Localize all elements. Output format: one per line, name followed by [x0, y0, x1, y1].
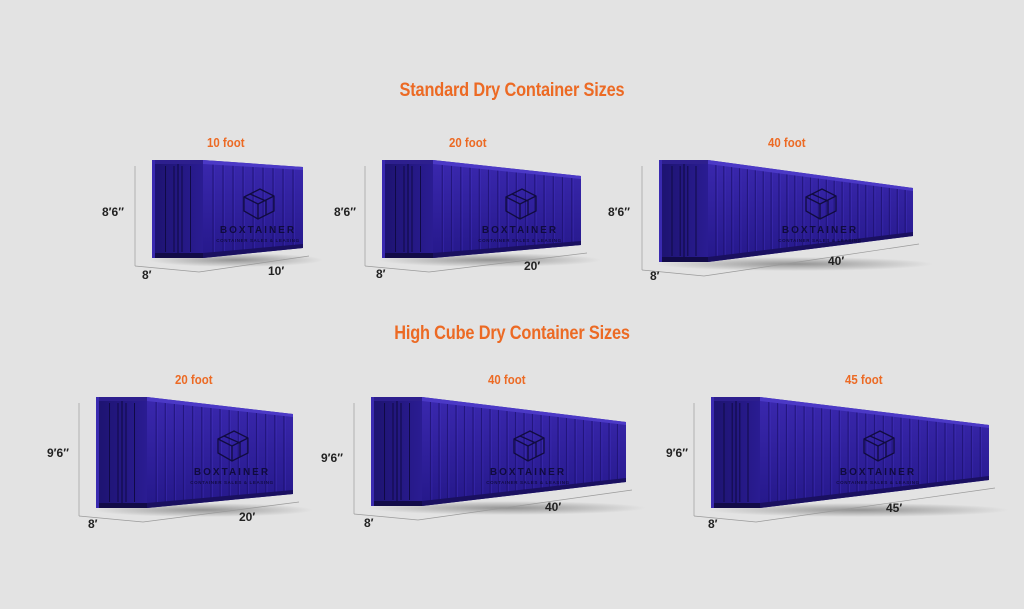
high-cube-45ft-container-illustration: BOXTAINER CONTAINER SALES & LEASING — [693, 397, 1009, 523]
high-cube-45ft-top-rail — [760, 397, 989, 428]
high-cube-45ft-length-label: 45′ — [886, 501, 903, 515]
standard-20ft-door-header — [383, 160, 433, 164]
standard-10ft-length-guide — [198, 255, 310, 273]
high-cube-45ft-door-sill — [712, 503, 760, 508]
high-cube-20ft-logo-icon — [217, 430, 249, 462]
standard-40ft-size-label: 40 foot — [768, 135, 806, 150]
standard-40ft-logo-wordmark: BOXTAINER — [782, 225, 858, 236]
standard-10ft-container-illustration: BOXTAINER CONTAINER SALES & LEASING — [134, 160, 323, 273]
standard-40ft-logo-icon — [805, 188, 837, 220]
standard-10ft-width-label: 8′ — [142, 268, 152, 282]
high-cube-45ft-width-label: 8′ — [708, 517, 718, 531]
standard-40ft-shadow — [656, 257, 933, 271]
high-cube-20ft-top-rail — [147, 397, 293, 417]
high-cube-40ft-width-label: 8′ — [364, 516, 374, 530]
standard-10ft-bottom-rail — [203, 244, 303, 258]
high-cube-40ft-door-sill — [372, 501, 422, 506]
standard-10ft-height-label: 8′6″ — [102, 205, 124, 219]
standard-10ft-size-label: 10 foot — [207, 135, 245, 150]
high-cube-20ft-logo-wordmark: BOXTAINER — [194, 467, 270, 478]
standard-40ft-bottom-rail — [708, 232, 913, 262]
standard-20ft-door-sill — [383, 253, 433, 258]
high-cube-40ft-bottom-rail — [422, 478, 626, 506]
standard-40ft-corner-post — [659, 160, 662, 262]
high-cube-40ft-height-label: 9′6″ — [321, 451, 343, 465]
standard-10ft-corner-post — [152, 160, 155, 258]
standard-40ft-logo-tagline: CONTAINER SALES & LEASING — [778, 238, 861, 243]
standard-20ft-width-guide — [364, 265, 430, 273]
standard-40ft-container-illustration: BOXTAINER CONTAINER SALES & LEASING — [641, 160, 933, 277]
standard-20ft-top-rail — [433, 160, 581, 179]
high-cube-45ft-size-label: 45 foot — [845, 372, 883, 387]
standard-40ft-door-header — [660, 160, 708, 164]
high-cube-40ft-size-label: 40 foot — [488, 372, 526, 387]
standard-10ft-logo-tagline: CONTAINER SALES & LEASING — [216, 238, 299, 243]
standard-20ft-bottom-rail — [433, 241, 581, 258]
standard-10ft-logo-icon — [243, 188, 275, 220]
high-cube-20ft-corner-post — [96, 397, 99, 508]
high-cube-20ft-width-guide — [78, 515, 144, 523]
high-cube-40ft-logo-icon — [513, 430, 545, 462]
standard-20ft-logo-tagline: CONTAINER SALES & LEASING — [478, 238, 561, 243]
high-cube-20ft-container-illustration: BOXTAINER CONTAINER SALES & LEASING — [78, 397, 313, 523]
standard-10ft-logo-wordmark: BOXTAINER — [220, 225, 296, 236]
standard-20ft-size-label: 20 foot — [449, 135, 487, 150]
high-cube-45ft-door-header — [712, 397, 760, 401]
high-cube-45ft-width-guide — [693, 515, 757, 523]
standard-20ft-corner-post — [382, 160, 385, 258]
high-cube-section-title: High Cube Dry Container Sizes — [394, 323, 630, 344]
standard-40ft-top-rail — [708, 160, 913, 191]
high-cube-45ft-logo-icon — [863, 430, 895, 462]
high-cube-40ft-door-header — [372, 397, 422, 401]
standard-20ft-length-label: 20′ — [524, 259, 541, 273]
high-cube-45ft-bottom-rail — [760, 476, 989, 508]
standard-20ft-width-label: 8′ — [376, 267, 386, 281]
high-cube-45ft-height-label: 9′6″ — [666, 446, 688, 460]
high-cube-20ft-logo-tagline: CONTAINER SALES & LEASING — [190, 480, 273, 485]
high-cube-20ft-length-label: 20′ — [239, 510, 256, 524]
standard-20ft-logo-icon — [505, 188, 537, 220]
high-cube-20ft-door-header — [97, 397, 147, 401]
standard-section-title: Standard Dry Container Sizes — [399, 80, 625, 101]
high-cube-20ft-height-label: 9′6″ — [47, 446, 69, 460]
high-cube-45ft-length-guide — [755, 487, 996, 523]
high-cube-20ft-bottom-rail — [147, 490, 293, 508]
standard-10ft-door-sill — [153, 253, 203, 258]
high-cube-20ft-door-sill — [97, 503, 147, 508]
standard-10ft-length-label: 10′ — [268, 264, 285, 278]
high-cube-40ft-corner-post — [371, 397, 374, 506]
standard-40ft-length-guide — [703, 243, 920, 277]
standard-20ft-length-guide — [428, 252, 588, 273]
standard-40ft-height-label: 8′6″ — [608, 205, 630, 219]
standard-20ft-height-label: 8′6″ — [334, 205, 356, 219]
high-cube-40ft-top-rail — [422, 397, 626, 425]
high-cube-45ft-shadow — [708, 503, 1009, 517]
high-cube-40ft-width-guide — [353, 513, 419, 521]
standard-40ft-door-sill — [660, 257, 708, 262]
high-cube-40ft-length-guide — [417, 489, 633, 521]
high-cube-20ft-size-label: 20 foot — [175, 372, 213, 387]
high-cube-40ft-shadow — [368, 501, 646, 515]
standard-10ft-door-header — [153, 160, 203, 164]
high-cube-40ft-logo-wordmark: BOXTAINER — [490, 467, 566, 478]
standard-20ft-logo-wordmark: BOXTAINER — [482, 225, 558, 236]
high-cube-20ft-width-label: 8′ — [88, 517, 98, 531]
standard-10ft-width-guide — [134, 265, 200, 273]
high-cube-45ft-corner-post — [711, 397, 714, 508]
standard-40ft-width-label: 8′ — [650, 269, 660, 283]
high-cube-45ft-logo-wordmark: BOXTAINER — [840, 467, 916, 478]
high-cube-40ft-length-label: 40′ — [545, 500, 562, 514]
high-cube-45ft-logo-tagline: CONTAINER SALES & LEASING — [836, 480, 919, 485]
standard-40ft-length-label: 40′ — [828, 254, 845, 268]
standard-40ft-width-guide — [641, 269, 705, 277]
high-cube-40ft-container-illustration: BOXTAINER CONTAINER SALES & LEASING — [353, 397, 646, 521]
standard-10ft-top-rail — [203, 160, 303, 170]
high-cube-40ft-logo-tagline: CONTAINER SALES & LEASING — [486, 480, 569, 485]
standard-20ft-container-illustration: BOXTAINER CONTAINER SALES & LEASING — [364, 160, 601, 273]
high-cube-20ft-length-guide — [142, 501, 300, 523]
